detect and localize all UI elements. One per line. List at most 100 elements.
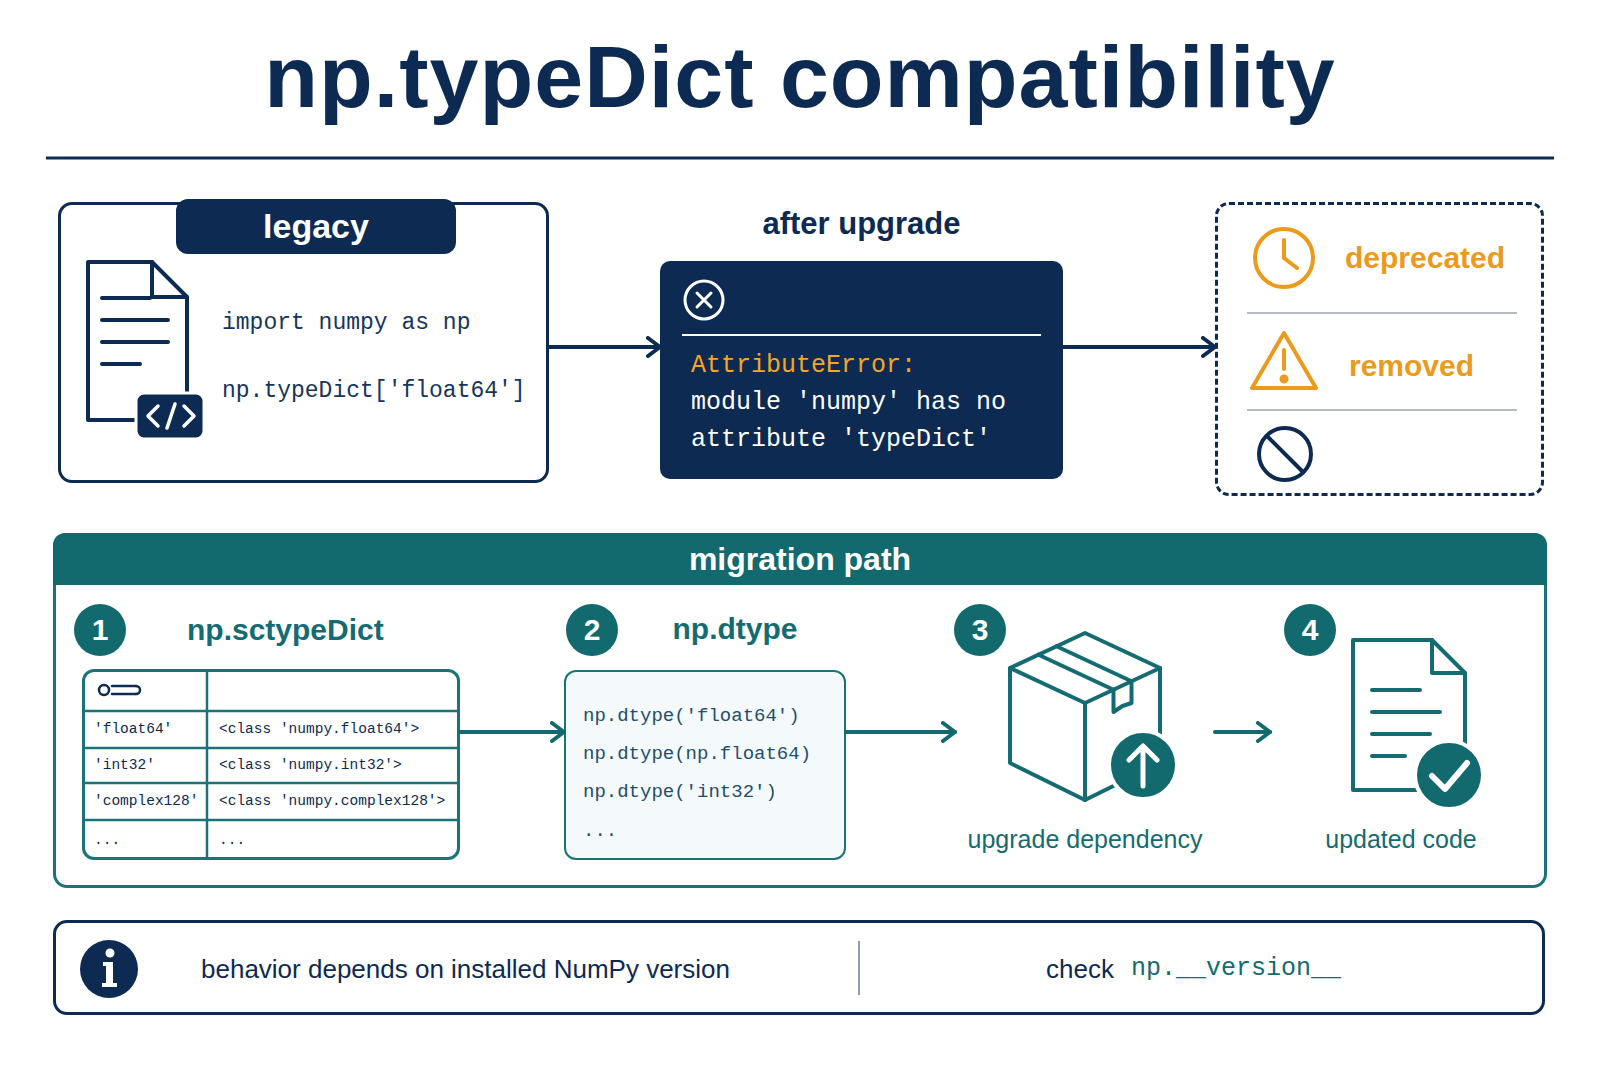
clock-icon	[1255, 229, 1313, 287]
band-heading: migration path	[53, 533, 1547, 585]
warning-icon	[1282, 350, 1286, 369]
code-snippet: np.__version__	[1131, 951, 1391, 987]
document-icon	[88, 262, 187, 420]
code-line: import numpy as np	[222, 307, 542, 339]
table-cell: 'float64'	[94, 714, 204, 744]
info-note: behavior depends on installed NumPy vers…	[201, 951, 801, 987]
step-number: 4	[1284, 604, 1336, 656]
document-icon	[152, 262, 187, 297]
clock-icon	[1284, 240, 1297, 268]
info-divider	[858, 941, 860, 995]
title-rule	[46, 157, 1554, 160]
updated-document-icon	[1353, 640, 1465, 790]
step-heading: np.dtype	[635, 609, 835, 649]
migration-band: migration pathnp.sctypeDict'float64'<cla…	[53, 533, 1547, 888]
package-icon	[1010, 633, 1160, 703]
check-badge	[1415, 741, 1483, 809]
table-header-icon	[136, 686, 140, 694]
warning-icon	[1252, 333, 1316, 388]
code-line: np.typeDict['float64']	[222, 375, 542, 407]
step-illustration: updated code	[1270, 620, 1532, 860]
table-cell: 'complex128'	[94, 786, 204, 816]
flow-arrow	[1215, 730, 1270, 734]
info-icon	[80, 940, 138, 998]
check-badge	[1415, 741, 1483, 809]
table-grid	[82, 819, 460, 822]
ban-icon	[1267, 436, 1303, 472]
info-icon	[106, 949, 115, 958]
updated-document-icon	[1372, 710, 1440, 714]
status-divider	[1247, 409, 1517, 411]
code-line: np.dtype('float64')	[583, 701, 838, 731]
package-icon	[1114, 681, 1132, 712]
table-cell: ...	[94, 825, 204, 855]
code-panel: legacy import numpy as np np.typeDict['flo…	[58, 202, 549, 483]
step-illustration: upgrade dependency	[955, 620, 1215, 860]
code-line: np.dtype(np.float64)	[583, 739, 838, 769]
error-divider	[682, 335, 1041, 336]
ban-icon	[1259, 428, 1311, 480]
updated-document-icon	[1372, 688, 1420, 692]
flow-arrow	[549, 345, 660, 349]
error-panel: after upgradeAttributeError:module 'nump…	[660, 261, 1063, 479]
table-cell: <class 'numpy.float64'>	[219, 714, 455, 744]
flow-arrow	[460, 730, 564, 734]
warning-icon	[1252, 333, 1316, 388]
error-icon	[685, 281, 723, 319]
status-panel: deprecated removed	[1215, 202, 1544, 496]
updated-document-icon	[1372, 754, 1405, 758]
upgrade-badge	[1109, 731, 1177, 799]
code-panel: np.dtypenp.dtype('float64')np.dtype(np.f…	[564, 670, 846, 860]
upgrade-badge	[1109, 731, 1177, 799]
panel-heading: legacy	[176, 199, 456, 254]
flow-arrow	[1063, 345, 1215, 349]
table-grid	[82, 669, 460, 860]
error-message: module 'numpy' has no attribute 'typeDic…	[691, 384, 1026, 458]
table-cell: <class 'numpy.complex128'>	[219, 786, 455, 816]
ban-icon	[1259, 428, 1311, 480]
table-cell: <class 'numpy.int32'>	[219, 750, 455, 780]
status-divider	[1247, 312, 1517, 314]
error-type: AttributeError:	[691, 348, 1031, 384]
status-label: removed	[1349, 346, 1529, 386]
info-divider	[859, 941, 860, 995]
step-number: 3	[954, 604, 1006, 656]
step-heading: np.sctypeDict	[187, 610, 417, 650]
diagram-title: np.typeDict compatibility	[0, 27, 1600, 127]
table-header-icon	[99, 685, 140, 695]
status-divider	[1247, 313, 1517, 410]
upgrade-badge	[1129, 746, 1157, 786]
table-header-icon	[112, 686, 136, 694]
step-number: 1	[74, 604, 126, 656]
code-line: np.dtype('int32')	[583, 777, 838, 807]
package-icon	[1085, 668, 1160, 800]
step-caption: upgrade dependency	[955, 823, 1215, 855]
info-icon	[102, 962, 117, 987]
info-note: check	[1046, 951, 1126, 987]
table-grid	[82, 747, 460, 750]
document-icon	[102, 362, 140, 366]
updated-document-icon	[1353, 640, 1465, 790]
check-badge	[1432, 763, 1467, 789]
table-cell: 'int32'	[94, 750, 204, 780]
status-label: deprecated	[1345, 238, 1535, 278]
flow-arrow	[846, 730, 955, 734]
document-icon	[88, 262, 187, 420]
updated-document-icon	[1432, 640, 1465, 673]
warning-icon	[1282, 377, 1287, 382]
lookup-table: np.sctypeDict'float64'<class 'numpy.floa…	[82, 669, 460, 860]
table-grid	[82, 782, 460, 785]
error-divider	[682, 334, 1041, 336]
document-icon	[102, 340, 168, 344]
package-icon	[1010, 668, 1085, 800]
panel-heading: after upgrade	[660, 204, 1063, 244]
code-badge	[136, 393, 204, 439]
error-icon	[697, 293, 711, 307]
code-badge	[136, 393, 204, 439]
document-icon	[102, 296, 150, 300]
table-grid	[206, 669, 209, 860]
table-cell: ...	[219, 825, 455, 855]
info-icon	[80, 940, 138, 998]
package-icon	[1039, 655, 1114, 690]
